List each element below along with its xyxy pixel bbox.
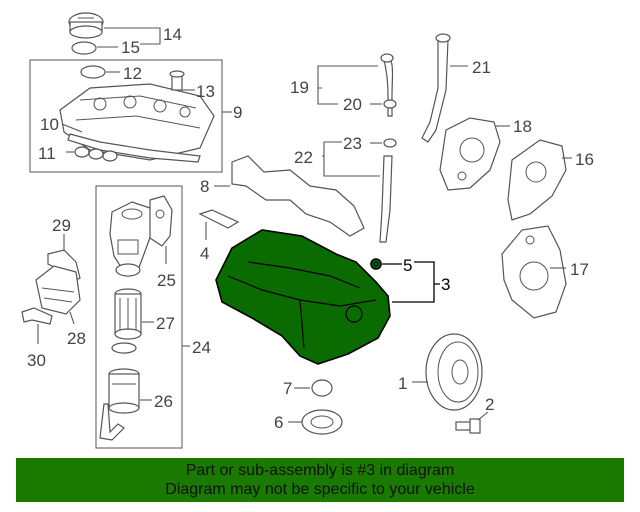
callout-22[interactable]: 22	[294, 148, 313, 167]
oil-filler-cap[interactable]	[68, 12, 104, 39]
info-banner: Part or sub-assembly is #3 in diagram Di…	[16, 458, 624, 502]
callout-11[interactable]: 11	[38, 144, 56, 163]
valve-cover-group-box	[29, 59, 223, 173]
filler-cap-seal[interactable]	[71, 41, 97, 55]
callout-10[interactable]: 10	[40, 115, 59, 134]
leader-19	[317, 65, 378, 105]
leader-10	[61, 123, 83, 133]
callout-16[interactable]: 16	[575, 150, 594, 169]
callout-14[interactable]: 14	[163, 25, 182, 44]
callout-2[interactable]: 2	[485, 395, 494, 414]
leader-3	[392, 261, 440, 303]
banner-line-1: Part or sub-assembly is #3 in diagram	[185, 462, 455, 479]
callout-6[interactable]: 6	[274, 413, 283, 432]
valve-cover-cap-seal[interactable]	[80, 65, 106, 79]
dipstick-o-ring[interactable]	[383, 99, 397, 109]
callout-17[interactable]: 17	[570, 260, 589, 279]
callout-13[interactable]: 13	[196, 82, 215, 101]
callout-29[interactable]: 29	[52, 216, 71, 235]
oil-filter-cap[interactable]	[108, 368, 140, 414]
leader-2	[477, 411, 489, 421]
oil-pan-gasket[interactable]	[231, 155, 365, 237]
callout-27[interactable]: 27	[156, 314, 175, 333]
banner-line-2: Diagram may not be specific to your vehi…	[165, 481, 475, 498]
callout-19[interactable]: 19	[290, 78, 309, 97]
pulley-bolt[interactable]	[455, 418, 481, 434]
oil-baffle[interactable]	[198, 209, 240, 229]
callout-7[interactable]: 7	[283, 379, 292, 398]
leader-14	[104, 27, 161, 45]
parts-diagram: 14 15 9 12 13 10 11 19 20 21	[21, 12, 594, 449]
filter-o-ring[interactable]	[111, 342, 137, 354]
crankshaft-pulley[interactable]	[425, 333, 483, 411]
rear-crank-seal[interactable]	[301, 409, 343, 435]
callout-12[interactable]: 12	[123, 64, 142, 83]
oil-filter-element[interactable]	[114, 288, 142, 340]
oil-cooler[interactable]	[35, 265, 81, 315]
timing-cover-rear[interactable]	[439, 117, 501, 191]
oil-filter-housing[interactable]	[109, 201, 153, 277]
mounting-bracket[interactable]	[21, 307, 53, 325]
oil-cooler-gasket[interactable]	[149, 195, 173, 247]
callout-30[interactable]: 30	[27, 351, 46, 370]
callout-4[interactable]: 4	[200, 244, 209, 263]
callout-20[interactable]: 20	[343, 95, 362, 114]
spark-plug-tube-seals[interactable]	[74, 146, 118, 162]
dipstick-guide[interactable]	[379, 155, 393, 243]
oil-filter-group-box	[95, 185, 183, 449]
callout-8[interactable]: 8	[200, 177, 209, 196]
callout-9[interactable]: 9	[233, 103, 242, 122]
callout-28[interactable]: 28	[67, 329, 86, 348]
callout-1[interactable]: 1	[398, 374, 407, 393]
drain-plug[interactable]	[370, 258, 382, 270]
pcv-valve[interactable]	[169, 70, 185, 91]
valve-cover-gasket[interactable]	[67, 133, 201, 163]
timing-cover-lower[interactable]	[501, 225, 567, 319]
callout-5[interactable]: 5	[403, 256, 412, 275]
callout-3[interactable]: 3	[441, 275, 450, 294]
callout-25[interactable]: 25	[157, 271, 176, 290]
callout-15[interactable]: 15	[121, 38, 140, 57]
callout-23[interactable]: 23	[343, 134, 362, 153]
callout-18[interactable]: 18	[513, 117, 532, 136]
oil-pan-highlighted[interactable]	[215, 229, 391, 365]
leader-22	[322, 141, 380, 177]
leader-28	[69, 311, 75, 325]
front-crank-seal[interactable]	[311, 379, 333, 397]
dipstick-tube[interactable]	[421, 39, 449, 143]
callout-21[interactable]: 21	[472, 58, 491, 77]
upper-o-ring[interactable]	[383, 138, 397, 148]
filter-drain-tube[interactable]	[99, 403, 125, 441]
callout-26[interactable]: 26	[154, 392, 173, 411]
timing-cover-upper[interactable]	[507, 139, 567, 221]
callout-24[interactable]: 24	[192, 338, 211, 357]
